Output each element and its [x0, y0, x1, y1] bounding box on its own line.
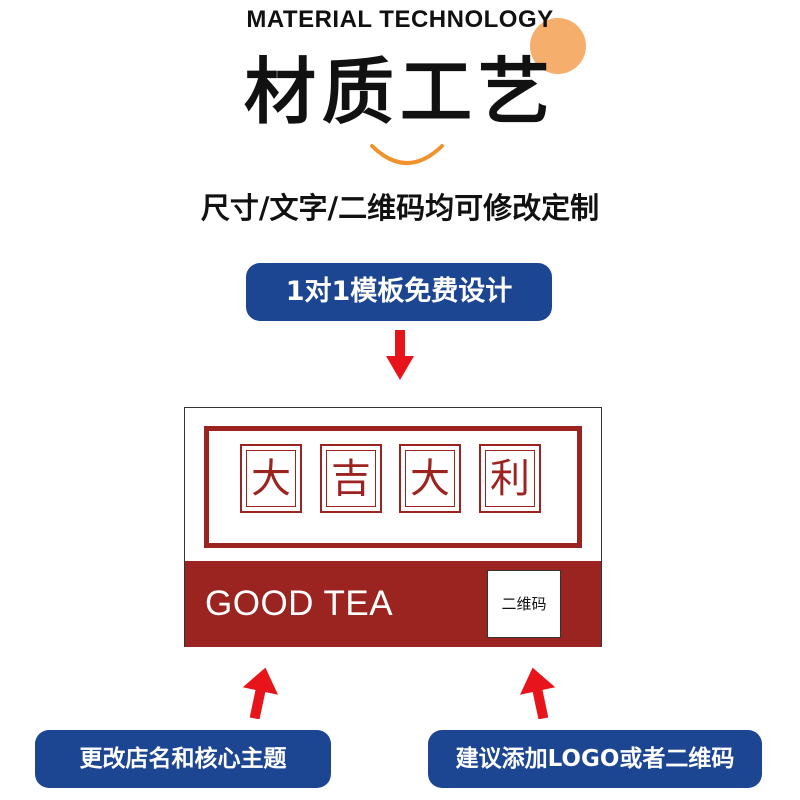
- sign-char-box: 大: [399, 444, 461, 513]
- sign-char: 吉: [326, 450, 376, 507]
- add-logo-qr-badge: 建议添加LOGO或者二维码: [428, 730, 762, 788]
- english-title: MATERIAL TECHNOLOGY: [246, 6, 554, 33]
- decorative-orange-circle: [530, 18, 586, 74]
- change-store-name-badge: 更改店名和核心主题: [35, 730, 331, 788]
- subtitle: 尺寸/文字/二维码均可修改定制: [200, 191, 600, 225]
- qr-code-placeholder: 二维码: [487, 570, 561, 638]
- smile-curve-icon: [370, 144, 444, 165]
- free-design-badge: 1对1模板免费设计: [246, 263, 552, 321]
- sign-char: 利: [485, 450, 535, 507]
- sign-char-box: 利: [479, 444, 541, 513]
- sign-char-box: 吉: [320, 444, 382, 513]
- sign-red-band: GOOD TEA 二维码: [185, 561, 601, 647]
- sign-frame: [204, 426, 582, 548]
- arrow-up-icon: [520, 667, 556, 719]
- arrow-down-icon: [386, 330, 414, 380]
- sign-mockup: 大 吉 大 利 GOOD TEA 二维码: [184, 407, 602, 647]
- sign-char: 大: [246, 450, 296, 507]
- sign-char-box: 大: [240, 444, 302, 513]
- arrow-up-icon: [242, 667, 278, 719]
- sign-char: 大: [405, 450, 455, 507]
- brand-text: GOOD TEA: [205, 584, 394, 623]
- chinese-title: 材质工艺: [243, 50, 556, 134]
